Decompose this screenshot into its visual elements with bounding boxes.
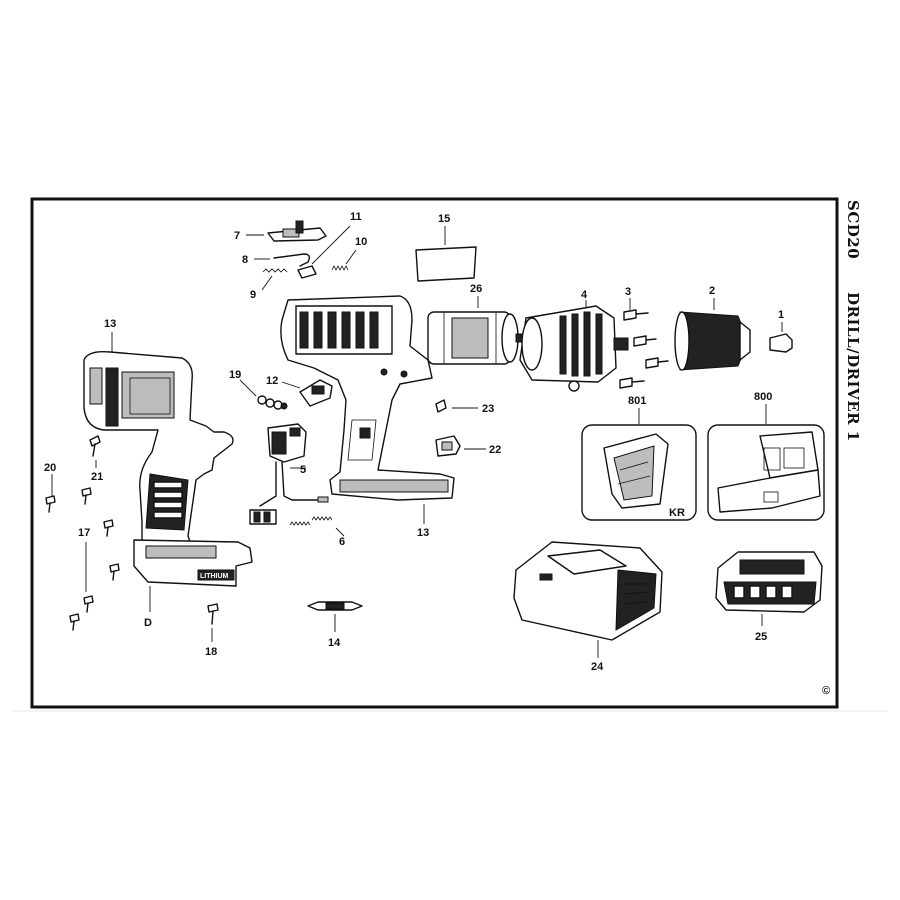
lithium-badge-text: LITHIUM xyxy=(200,573,229,580)
callout-24: 24 xyxy=(591,661,604,673)
copyright-mark: © xyxy=(822,685,830,697)
description-title: DRILL/DRIVER 1 xyxy=(844,292,862,442)
part-22-bracket xyxy=(435,435,486,457)
callout-11: 11 xyxy=(350,211,362,223)
part-25-battery-pack xyxy=(715,551,823,626)
callout-21: 21 xyxy=(91,471,103,483)
screw-17b xyxy=(109,563,120,581)
callout-13-left: 13 xyxy=(104,318,116,330)
callout-14: 14 xyxy=(328,637,341,649)
screw-20 xyxy=(45,474,56,513)
part-801-kit-bag xyxy=(581,408,697,521)
screw-17a xyxy=(103,519,114,537)
callout-9: 9 xyxy=(250,289,256,301)
part-13-center-housing xyxy=(280,295,455,524)
part-19-nuts xyxy=(239,379,288,410)
part-2-chuck xyxy=(674,298,751,371)
part-D-housing-foot: LITHIUM xyxy=(133,539,253,612)
screw-17d xyxy=(69,613,80,631)
callout-D: D xyxy=(144,617,152,629)
part-10-spring xyxy=(331,249,357,271)
callout-2: 2 xyxy=(709,285,715,297)
callout-4: 4 xyxy=(581,289,588,301)
callout-3: 3 xyxy=(625,286,631,298)
part-8-wire-spring xyxy=(254,253,311,267)
callout-13-bottom: 13 xyxy=(417,527,429,539)
model-title: SCD20 xyxy=(844,200,862,259)
screw-18 xyxy=(207,603,219,642)
callout-5: 5 xyxy=(300,464,306,476)
part-26-motor xyxy=(427,296,527,365)
part-13-left-housing xyxy=(83,332,234,545)
callout-7: 7 xyxy=(234,230,240,242)
callout-800: 800 xyxy=(754,391,772,403)
screw-21 xyxy=(89,435,101,468)
diagram-frame xyxy=(30,197,839,709)
part-3-screws xyxy=(619,298,669,389)
screw-17c xyxy=(83,595,94,613)
callout-25: 25 xyxy=(755,631,767,643)
callout-18: 18 xyxy=(205,646,217,658)
part-5-switch xyxy=(249,423,329,525)
part-24-charger xyxy=(513,541,663,658)
part-11-lever xyxy=(297,225,351,279)
part-4-gearbox xyxy=(519,300,629,392)
screw-21b xyxy=(81,487,92,505)
callout-17: 17 xyxy=(78,527,90,539)
part-800-case xyxy=(707,404,825,521)
part-7-direction-slider xyxy=(246,220,327,242)
callout-15: 15 xyxy=(438,213,450,225)
part-9-spring xyxy=(261,268,288,291)
callout-6: 6 xyxy=(339,536,345,548)
callout-19: 19 xyxy=(229,369,241,381)
callout-20: 20 xyxy=(44,462,56,474)
part-6-springs xyxy=(289,516,345,537)
part-15-label xyxy=(415,226,477,282)
kit-code-label: KR xyxy=(669,507,685,519)
callout-10: 10 xyxy=(355,236,367,248)
part-23-pin xyxy=(435,399,478,413)
callout-8: 8 xyxy=(242,254,248,266)
callout-22: 22 xyxy=(489,444,501,456)
part-14-screwdriver-bit xyxy=(307,601,363,632)
callout-26: 26 xyxy=(470,283,482,295)
callout-12: 12 xyxy=(266,375,278,387)
part-12-clip xyxy=(281,379,333,407)
callout-23: 23 xyxy=(482,403,494,415)
part-1-chuck-screw xyxy=(769,322,793,353)
callout-1: 1 xyxy=(778,309,784,321)
callout-801: 801 xyxy=(628,395,646,407)
